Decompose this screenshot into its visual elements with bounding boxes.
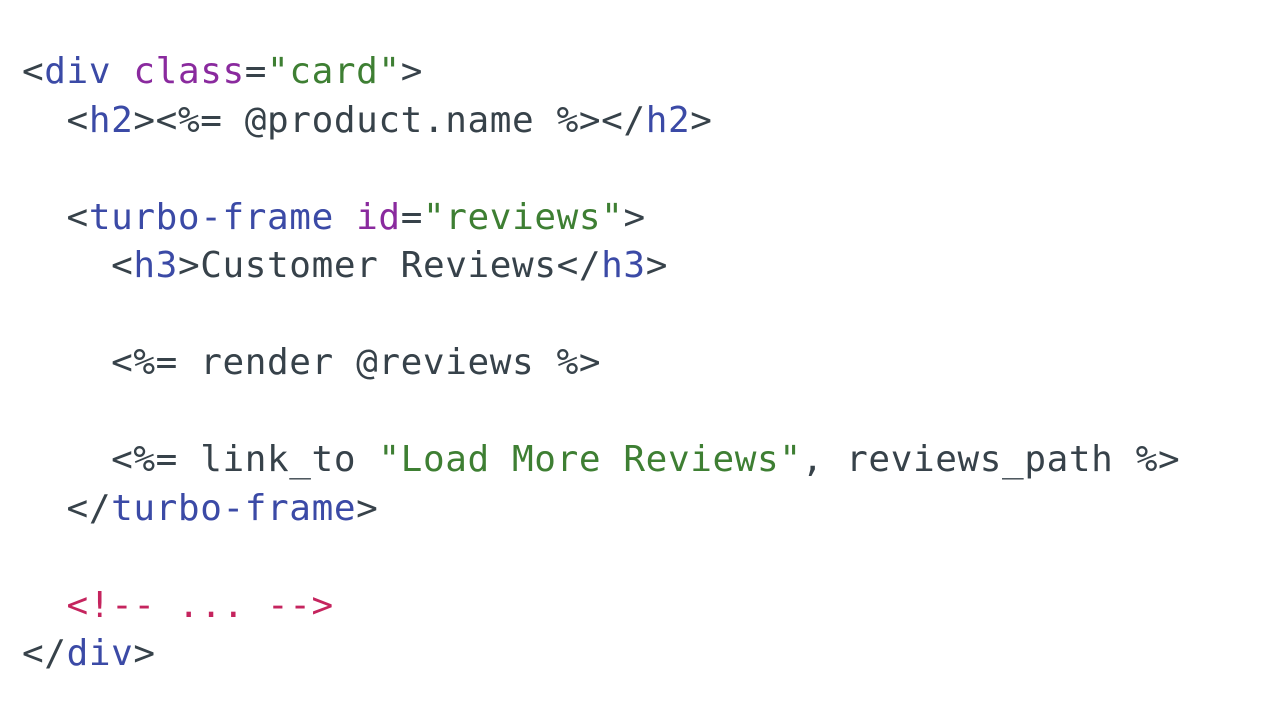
- code-text: =: [244, 51, 268, 92]
- tag-name: h2: [88, 99, 134, 141]
- tag-name: div: [66, 633, 134, 674]
- code-line: <h2><%= @product.name %></h2>: [22, 97, 1180, 146]
- code-text: , reviews_path %>: [801, 439, 1181, 480]
- attribute-name: class: [133, 51, 245, 92]
- code-line: <%= render @reviews %>: [22, 339, 1180, 388]
- attribute-name: id: [356, 196, 401, 238]
- tag-name: turbo-frame: [111, 487, 357, 529]
- code-text: >: [356, 487, 379, 529]
- code-text: </: [22, 487, 112, 529]
- tag-name: turbo-frame: [88, 196, 334, 238]
- tag-name: h3: [601, 245, 646, 286]
- code-line: [22, 145, 1180, 194]
- tag-name: h3: [133, 245, 178, 286]
- code-text: <: [22, 99, 89, 141]
- code-text: >: [133, 633, 156, 674]
- code-line: <turbo-frame id="reviews">: [22, 194, 1180, 243]
- code-text: >: [623, 196, 646, 238]
- code-comment: <!-- ... -->: [22, 584, 334, 626]
- code-text: <%= link_to: [22, 439, 379, 480]
- code-line: [22, 388, 1180, 437]
- code-text: [111, 51, 133, 92]
- code-text: <%= render @reviews %>: [22, 342, 602, 383]
- string-literal: "reviews": [422, 196, 624, 238]
- code-text: <: [22, 196, 89, 238]
- code-line: <!-- ... -->: [22, 582, 1180, 631]
- code-text: <: [22, 245, 134, 286]
- code-line: </turbo-frame>: [22, 485, 1180, 534]
- tag-name: div: [44, 51, 112, 92]
- code-text: </: [22, 633, 67, 674]
- code-text: >Customer Reviews</: [177, 245, 602, 286]
- code-line: </div>: [22, 630, 1180, 679]
- code-text: >: [400, 51, 423, 92]
- code-text: =: [400, 196, 423, 238]
- code-line: [22, 533, 1180, 582]
- code-block: <div class="card"> <h2><%= @product.name…: [22, 48, 1180, 679]
- code-text: ><%= @product.name %></: [133, 99, 646, 141]
- code-line: <div class="card">: [22, 48, 1180, 97]
- code-line: <%= link_to "Load More Reviews", reviews…: [22, 436, 1180, 485]
- tag-name: h2: [645, 99, 691, 141]
- code-text: [334, 197, 356, 238]
- code-line: [22, 291, 1180, 340]
- code-text: <: [22, 51, 45, 92]
- code-text: >: [690, 99, 713, 141]
- code-text: >: [645, 245, 668, 286]
- string-literal: "Load More Reviews": [378, 439, 802, 480]
- string-literal: "card": [267, 51, 401, 92]
- code-line: <h3>Customer Reviews</h3>: [22, 242, 1180, 291]
